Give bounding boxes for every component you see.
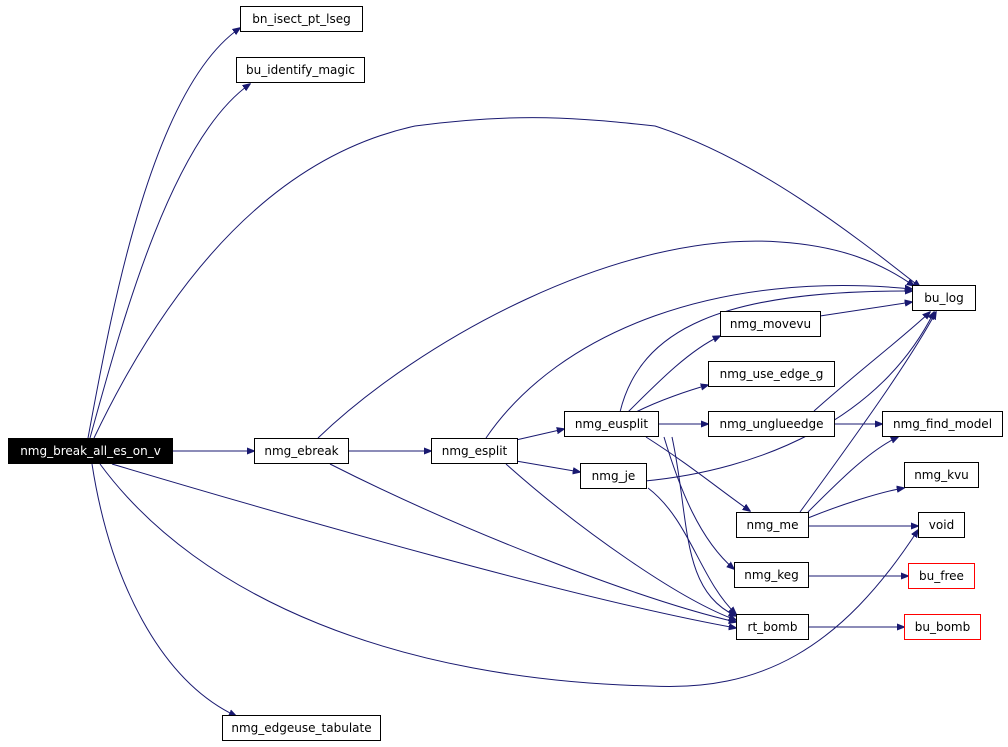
node-label: nmg_unglueedge [719,417,823,431]
node-nmg-edgeuse-tabulate[interactable]: nmg_edgeuse_tabulate [222,715,381,741]
edge-eusplit-keg [663,436,734,569]
node-nmg-ebreak[interactable]: nmg_ebreak [254,438,349,464]
edge-me-kvu [807,488,904,519]
node-label: nmg_ebreak [264,444,338,458]
node-label: bn_isect_pt_lseg [252,12,350,26]
edge-unglue-log [813,312,930,412]
node-nmg-eusplit[interactable]: nmg_eusplit [564,411,659,437]
edge-me-findmodel [807,437,898,513]
node-bn-isect-pt-lseg[interactable]: bn_isect_pt_lseg [240,6,363,32]
node-label: bu_identify_magic [246,63,355,77]
edge-esplit-je [515,460,580,472]
node-label: void [929,518,954,532]
node-bu-log[interactable]: bu_log [912,285,976,311]
node-nmg-kvu[interactable]: nmg_kvu [904,462,979,488]
edge-eusplit-movevu [627,336,720,413]
node-label: rt_bomb [748,620,798,634]
edge-ebreak-bomb [329,463,736,622]
node-nmg-unglueedge[interactable]: nmg_unglueedge [708,411,835,437]
node-nmg-break-all-es-on-v[interactable]: nmg_break_all_es_on_v [8,438,173,464]
edge-root-void [99,463,918,688]
node-rt-bomb[interactable]: rt_bomb [736,614,809,640]
edge-root-log-1 [93,117,920,439]
node-nmg-keg[interactable]: nmg_keg [734,562,809,588]
edge-eusplit-useg [635,385,708,413]
edge-ebreak-log [317,240,914,439]
node-nmg-je[interactable]: nmg_je [580,463,647,489]
edge-eusplit-log [619,291,912,413]
node-label: nmg_keg [744,568,798,582]
node-label: nmg_je [592,469,636,483]
node-nmg-use-edge-g[interactable]: nmg_use_edge_g [708,361,835,387]
node-bu-bomb[interactable]: bu_bomb [904,614,981,640]
edge-eusplit-me [645,436,750,511]
node-void[interactable]: void [918,512,965,538]
edge-root-isect [87,28,240,439]
node-label: nmg_use_edge_g [720,367,824,381]
node-label: nmg_edgeuse_tabulate [231,721,371,735]
node-nmg-movevu[interactable]: nmg_movevu [720,311,821,337]
node-label: nmg_me [747,518,799,532]
node-label: nmg_eusplit [575,417,648,431]
node-label: bu_free [919,569,964,583]
edge-esplit-bomb [505,463,736,620]
node-label: bu_bomb [915,620,971,634]
node-label: nmg_break_all_es_on_v [20,444,161,458]
edge-me-log [799,312,936,513]
node-label: nmg_kvu [914,468,969,482]
node-label: nmg_find_model [893,417,992,431]
node-label: nmg_movevu [730,317,811,331]
edge-root-tab [91,463,236,716]
edge-movevu-log [819,302,912,317]
node-bu-free[interactable]: bu_free [908,563,975,589]
edge-esplit-eusplit [515,429,564,441]
node-label: bu_log [924,291,964,305]
node-bu-identify-magic[interactable]: bu_identify_magic [236,57,365,83]
edge-eusplit-bomb [671,436,736,616]
edge-je-bomb [647,487,736,614]
edge-root-bomb [111,463,736,628]
node-nmg-find-model[interactable]: nmg_find_model [882,411,1003,437]
node-nmg-esplit[interactable]: nmg_esplit [431,438,518,464]
edge-je-log [644,312,934,482]
edge-root-magic [89,84,250,439]
edge-esplit-log [485,286,912,439]
node-label: nmg_esplit [442,444,508,458]
node-nmg-me[interactable]: nmg_me [736,512,809,538]
